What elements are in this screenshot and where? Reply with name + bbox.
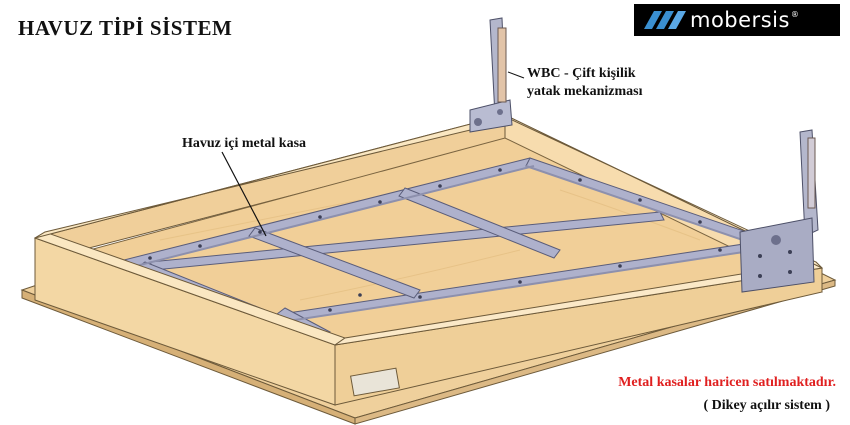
handle-slot	[350, 367, 400, 397]
mechanism-leader-line	[507, 71, 525, 79]
frame-label: Havuz içi metal kasa	[182, 136, 307, 151]
sale-note: Metal kasalar haricen satılmaktadır.	[618, 375, 836, 390]
frame-leader-line	[221, 151, 267, 237]
left-mechanism	[469, 17, 513, 133]
right-mechanism	[739, 129, 819, 293]
system-note: ( Dikey açılır sistem )	[703, 398, 831, 413]
page-title: HAVUZ TİPİ SİSTEM	[18, 16, 233, 40]
mechanism-label-line1: WBC - Çift kişilik	[527, 66, 636, 81]
mobersis-logo: mobersis ®	[634, 4, 840, 36]
logo-registered-mark: ®	[790, 10, 799, 19]
logo-text: mobersis	[690, 7, 790, 32]
mechanism-label: WBC - Çift kişilik yatak mekanizması	[527, 65, 643, 101]
logo-mark-icon	[644, 11, 686, 29]
mechanism-label-line2: yatak mekanizması	[527, 84, 643, 99]
